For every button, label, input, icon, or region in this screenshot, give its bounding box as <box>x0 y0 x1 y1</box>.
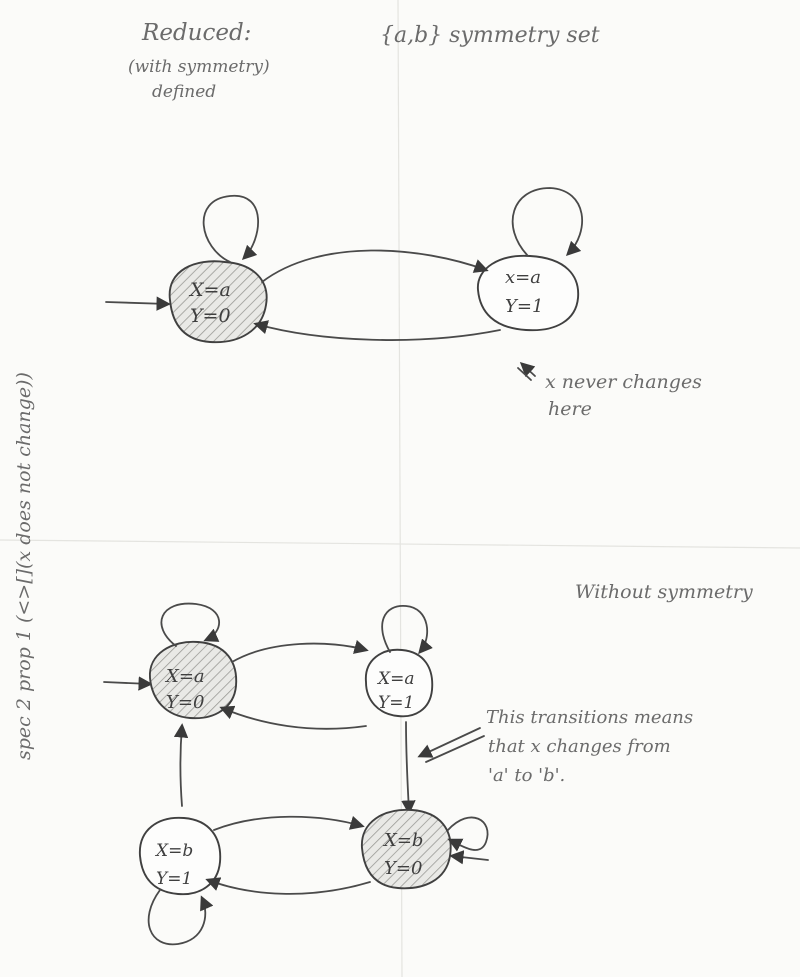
svg-text:Y=0: Y=0 <box>384 858 422 879</box>
annotation-arrow-x-never <box>519 362 536 378</box>
side-label: spec 2 prop 1 (<>[](x does not change)) <box>13 372 35 760</box>
full-selfloop-a1 <box>381 605 433 655</box>
full-transition-b0-b1 <box>205 877 371 895</box>
full-state-b1: X=b Y=1 <box>139 816 222 896</box>
svg-text:X=a: X=a <box>164 666 205 687</box>
annotation-trans-2: that x changes from <box>488 736 671 757</box>
reduced-selfloop-a0 <box>202 195 259 263</box>
full-state-a0: X=a Y=0 <box>149 640 238 720</box>
full-transition-b1-b0 <box>213 815 365 831</box>
svg-text:Y=1: Y=1 <box>378 693 414 713</box>
heading-reduced: Reduced: <box>141 20 251 46</box>
svg-text:Y=1: Y=1 <box>505 296 543 317</box>
full-transition-a1-b0 <box>401 721 416 815</box>
heading-with-symmetry: (with symmetry) <box>128 57 270 77</box>
full-transition-b1-a0 <box>173 723 189 807</box>
svg-text:Y=0: Y=0 <box>166 692 204 713</box>
full-selfloop-a0 <box>160 602 221 647</box>
full-initial-arrow-a0 <box>103 676 153 691</box>
svg-text:X=b: X=b <box>382 830 423 851</box>
full-transition-a1-a0 <box>219 705 367 730</box>
full-transition-a0-a1 <box>231 639 369 663</box>
svg-text:X=a: X=a <box>188 279 231 301</box>
reduced-selfloop-a1 <box>511 187 583 257</box>
annotation-arrow-transition <box>417 727 481 758</box>
svg-text:Y=0: Y=0 <box>190 305 231 327</box>
svg-text:X=a: X=a <box>376 669 414 689</box>
annotation-trans-3: 'a' to 'b'. <box>488 765 565 786</box>
reduced-transition-a0-a1 <box>261 249 489 283</box>
reduced-transition-a1-a0 <box>253 320 501 341</box>
full-initial-arrow-b0 <box>449 850 489 865</box>
full-state-a1: X=a Y=1 <box>365 648 434 718</box>
heading-defined: defined <box>152 82 216 102</box>
full-selfloop-b1 <box>147 889 214 946</box>
fold-line-horizontal <box>0 539 800 549</box>
svg-text:x=a: x=a <box>505 267 541 288</box>
annotation-x-never-1: x never changes <box>545 371 702 393</box>
full-state-b0: X=b Y=0 <box>361 808 452 890</box>
svg-text:Y=1: Y=1 <box>156 869 192 889</box>
heading-symmetry-set: {a,b} symmetry set <box>380 23 600 48</box>
svg-text:X=b: X=b <box>154 841 193 861</box>
heading-without-symmetry: Without symmetry <box>575 581 753 603</box>
annotation-x-never-2: here <box>548 398 592 420</box>
annotation-trans-1: This transitions means <box>486 707 693 728</box>
full-selfloop-b0 <box>447 816 489 852</box>
reduced-state-a0: X=a Y=0 <box>168 260 268 344</box>
reduced-initial-arrow <box>105 296 171 311</box>
reduced-state-a1: x=a Y=1 <box>477 254 580 332</box>
